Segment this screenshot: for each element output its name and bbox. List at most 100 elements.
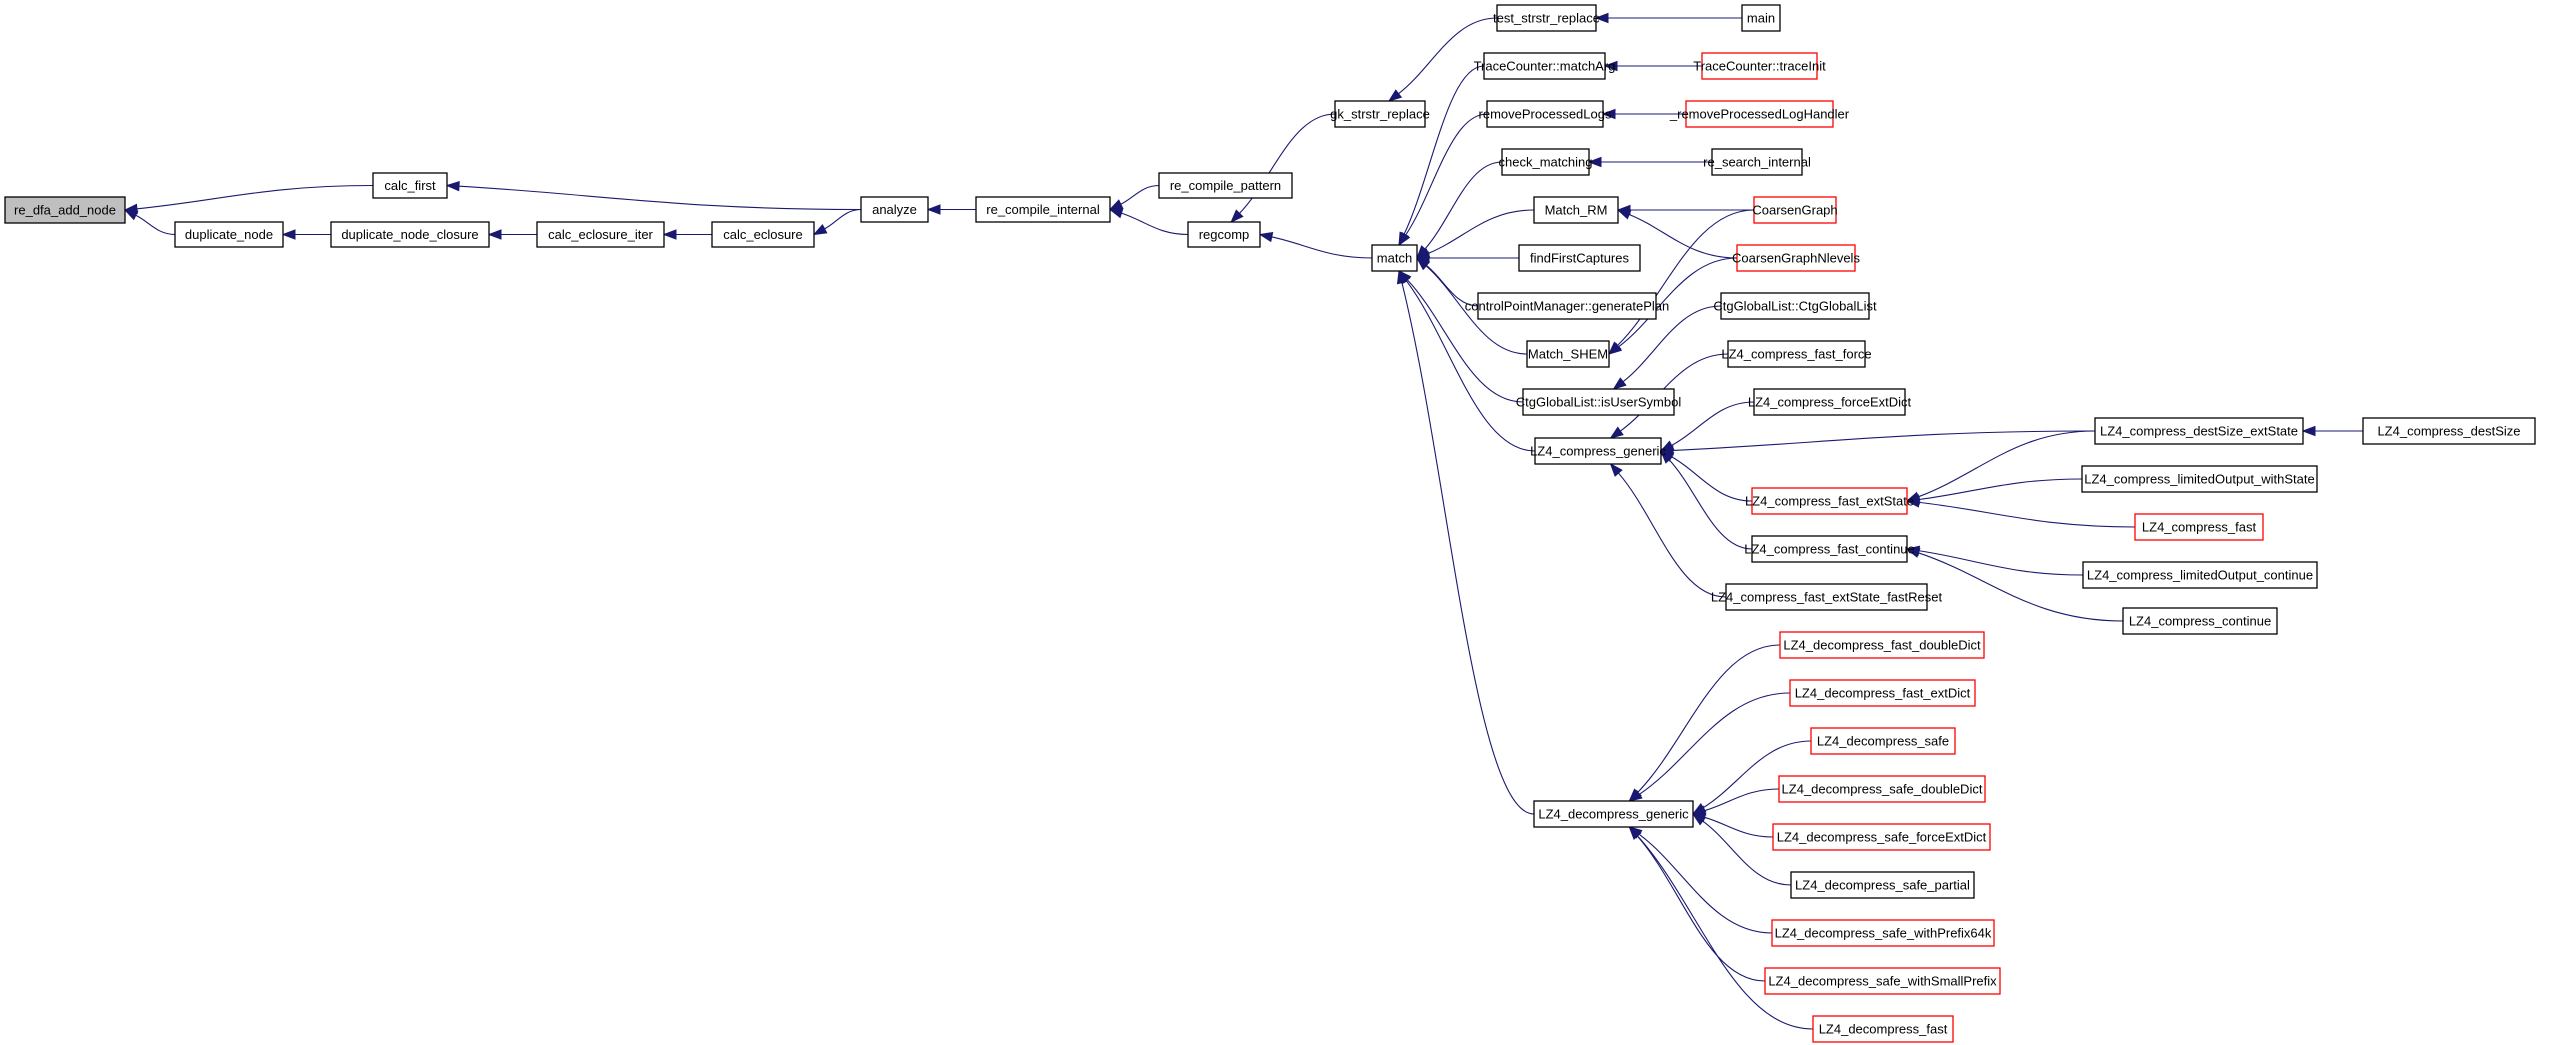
node-lz4-decompress-fast-ext-dict[interactable]: LZ4_decompress_fast_extDict [1789,679,1976,707]
node-lz4-compress-fast-ext-state-fast-reset[interactable]: LZ4_compress_fast_extState_fastReset [1711,583,1943,611]
node-lz4-compress-fast-force[interactable]: LZ4_compress_fast_force [1721,340,1872,368]
node-analyze[interactable]: analyze [860,196,929,223]
node-lz4-compress-dest-size-ext-state[interactable]: LZ4_compress_destSize_extState [2094,417,2304,445]
node-box[interactable] [1187,221,1261,248]
node-box[interactable] [2134,513,2264,541]
node-box[interactable] [1720,292,1870,320]
node-re-compile-pattern[interactable]: re_compile_pattern [1158,172,1293,199]
node-box[interactable] [1778,775,1986,803]
node-lz4-compress-limited-output-continue[interactable]: LZ4_compress_limitedOutput_continue [2082,561,2318,589]
node-box[interactable] [2362,417,2536,445]
node-box[interactable] [1711,148,1803,176]
node-box[interactable] [860,196,929,223]
node-box[interactable] [330,221,490,248]
node-box[interactable] [174,221,284,248]
node-calc-first[interactable]: calc_first [372,172,448,199]
node-lz4-decompress-fast-double-dict[interactable]: LZ4_decompress_fast_doubleDict [1779,631,1985,659]
node-find-first-captures[interactable]: findFirstCaptures [1518,244,1641,272]
node-box[interactable] [975,196,1111,223]
node-box[interactable] [1753,196,1837,224]
node-test-strstr-replace[interactable]: test_strstr_replace [1493,4,1600,32]
node-box[interactable] [1533,196,1619,224]
node-box[interactable] [1751,535,1908,563]
node-box[interactable] [1534,437,1662,465]
node-lz4-decompress-safe-with-small-prefix[interactable]: LZ4_decompress_safe_withSmallPrefix [1764,967,2001,995]
node-box[interactable] [1790,871,1975,899]
node-lz4-compress-continue[interactable]: LZ4_compress_continue [2122,607,2278,635]
node-duplicate-node-closure[interactable]: duplicate_node_closure [330,221,490,248]
node-re-search-internal[interactable]: re_search_internal [1703,148,1811,176]
node-box[interactable] [1371,244,1418,272]
node-box[interactable] [1725,583,1928,611]
node-check-matching[interactable]: check_matching [1499,148,1593,176]
node-duplicate-node[interactable]: duplicate_node [174,221,284,248]
node-box[interactable] [372,172,448,199]
node-trace-counter-match-arg[interactable]: TraceCounter::matchArg [1474,52,1616,80]
node-coarsen-graph-nlevels[interactable]: CoarsenGraphNlevels [1732,244,1860,272]
node-calc-eclosure[interactable]: calc_eclosure [711,221,815,248]
node-box[interactable] [1518,244,1641,272]
node-match-rm[interactable]: Match_RM [1533,196,1619,224]
node-regcomp[interactable]: regcomp [1187,221,1261,248]
node-remove-processed-log-handler[interactable]: _removeProcessedLogHandler [1669,100,1850,128]
node-lz4-compress-dest-size[interactable]: LZ4_compress_destSize [2362,417,2536,445]
node-gk-strstr-replace[interactable]: gk_strstr_replace [1330,100,1430,128]
node-re-dfa-add-node[interactable]: re_dfa_add_node [4,196,126,224]
node-box[interactable] [1741,4,1781,32]
node-box[interactable] [2081,465,2318,493]
node-lz4-compress-limited-output-with-state[interactable]: LZ4_compress_limitedOutput_withState [2081,465,2318,493]
node-box[interactable] [1501,148,1590,176]
node-box[interactable] [711,221,815,248]
node-box[interactable] [1736,244,1856,272]
node-lz4-decompress-safe-force-ext-dict[interactable]: LZ4_decompress_safe_forceExtDict [1772,823,1991,851]
node-box[interactable] [1334,100,1426,128]
node-lz4-compress-fast[interactable]: LZ4_compress_fast [2134,513,2264,541]
node-box[interactable] [1685,100,1834,128]
node-box[interactable] [1522,388,1675,416]
node-box[interactable] [1496,4,1597,32]
node-re-compile-internal[interactable]: re_compile_internal [975,196,1111,223]
node-box[interactable] [1751,487,1908,515]
node-box[interactable] [1753,388,1906,416]
node-box[interactable] [1486,100,1604,128]
node-box[interactable] [1727,340,1866,368]
node-box[interactable] [1477,292,1657,320]
node-box[interactable] [1772,823,1991,851]
node-box[interactable] [1526,340,1610,368]
node-box[interactable] [4,196,126,224]
node-match-shem[interactable]: Match_SHEM [1526,340,1610,368]
node-box[interactable] [1158,172,1293,199]
node-box[interactable] [1812,1015,1954,1043]
node-box[interactable] [536,221,665,248]
node-lz4-compress-fast-continue[interactable]: LZ4_compress_fast_continue [1744,535,1915,563]
node-lz4-decompress-safe-double-dict[interactable]: LZ4_decompress_safe_doubleDict [1778,775,1986,803]
node-box[interactable] [1779,631,1985,659]
node-trace-counter-trace-init[interactable]: TraceCounter::traceInit [1693,52,1826,80]
node-ctg-global-list-ctg-global-list[interactable]: CtgGlobalList::CtgGlobalList [1713,292,1877,320]
node-box[interactable] [1789,679,1976,707]
node-box[interactable] [1533,800,1694,828]
node-match[interactable]: match [1371,244,1418,272]
node-lz4-decompress-safe[interactable]: LZ4_decompress_safe [1810,727,1956,755]
node-ctg-global-list-is-user-symbol[interactable]: CtgGlobalList::isUserSymbol [1516,388,1682,416]
node-lz4-decompress-safe-with-prefix64k[interactable]: LZ4_decompress_safe_withPrefix64k [1771,919,1995,947]
node-box[interactable] [2094,417,2304,445]
node-box[interactable] [1764,967,2001,995]
node-main[interactable]: main [1741,4,1781,32]
node-lz4-compress-generic[interactable]: LZ4_compress_generic [1530,437,1666,465]
node-lz4-decompress-fast[interactable]: LZ4_decompress_fast [1812,1015,1954,1043]
node-box[interactable] [1771,919,1995,947]
node-control-point-manager-generate-plan[interactable]: controlPointManager::generatePlan [1465,292,1670,320]
node-lz4-compress-force-ext-dict[interactable]: LZ4_compress_forceExtDict [1748,388,1912,416]
node-box[interactable] [1701,52,1818,80]
node-box[interactable] [2122,607,2278,635]
node-box[interactable] [2082,561,2318,589]
node-box[interactable] [1483,52,1606,80]
node-remove-processed-logs[interactable]: removeProcessedLogs [1479,100,1612,128]
node-calc-eclosure-iter[interactable]: calc_eclosure_iter [536,221,665,248]
node-lz4-decompress-generic[interactable]: LZ4_decompress_generic [1533,800,1694,828]
node-box[interactable] [1810,727,1956,755]
node-lz4-decompress-safe-partial[interactable]: LZ4_decompress_safe_partial [1790,871,1975,899]
node-lz4-compress-fast-ext-state[interactable]: LZ4_compress_fast_extState [1745,487,1914,515]
node-coarsen-graph[interactable]: CoarsenGraph [1752,196,1838,224]
